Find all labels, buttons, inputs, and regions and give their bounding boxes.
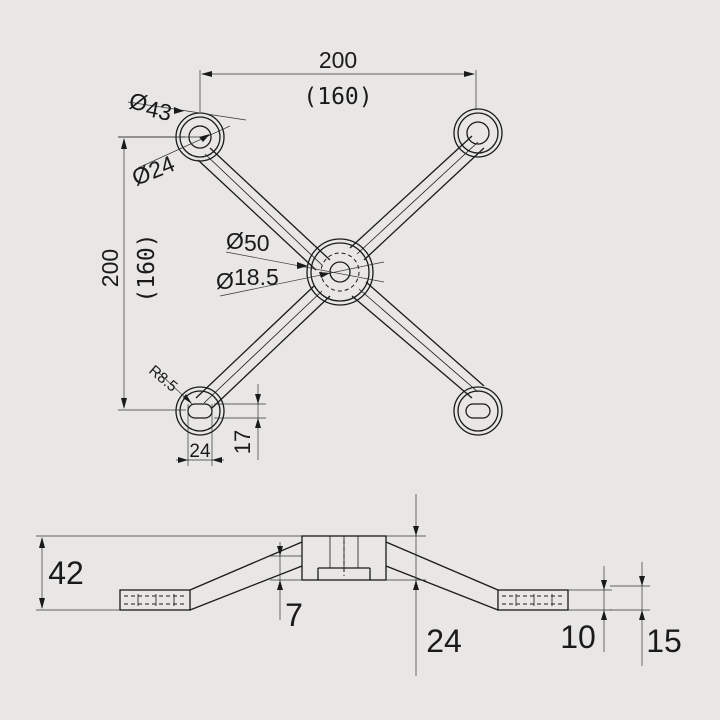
top-right-mount (453, 108, 503, 158)
center-hub (306, 238, 374, 306)
height-label: 200 (97, 249, 123, 287)
hub-height-dimension: 24 (386, 494, 462, 676)
outer-diameter-label: 43 (144, 95, 174, 126)
spider-arms (195, 135, 485, 409)
center-diameter-callouts: Ø 50 Ø 18.5 (216, 228, 385, 297)
center-hole-diameter-label: 18.5 (234, 264, 279, 290)
slot-height-label: 17 (230, 430, 255, 454)
end-thickness-label: 10 (560, 619, 596, 655)
side-arms (189, 541, 499, 611)
arm-thickness-dimension: 7 (270, 542, 303, 633)
side-hub (301, 535, 387, 581)
center-outer-diameter-label: 50 (244, 230, 270, 256)
width-alt-label: (160) (303, 84, 372, 110)
slot-width-label: 24 (189, 441, 211, 462)
diameter-symbol-50: Ø (226, 228, 244, 254)
slot-dimensions: R8.5 24 17 (145, 362, 266, 466)
total-height-dimension: 42 (36, 535, 302, 611)
total-height-label: 42 (48, 555, 84, 591)
side-view: 42 7 24 10 (36, 494, 682, 676)
end-offset-dimension: 15 (610, 562, 682, 666)
diameter-symbol-18-5: Ø (216, 268, 234, 294)
bottom-right-mount (453, 386, 503, 436)
slot-radius-label: R8.5 (145, 362, 180, 395)
end-thickness-dimension: 10 (560, 566, 612, 655)
left-end-block (119, 589, 191, 611)
top-view: 200 (160) 200 (160) Ø 43 Ø 24 (97, 47, 503, 466)
arm-thickness-label: 7 (285, 597, 303, 633)
width-dimension: 200 (160) (199, 47, 477, 112)
hub-height-label: 24 (426, 623, 462, 659)
height-alt-label: (160) (134, 233, 160, 302)
right-end-block (497, 589, 569, 611)
width-label: 200 (319, 47, 357, 73)
end-offset-label: 15 (646, 623, 682, 659)
diameter-symbol-43: Ø (127, 87, 150, 116)
